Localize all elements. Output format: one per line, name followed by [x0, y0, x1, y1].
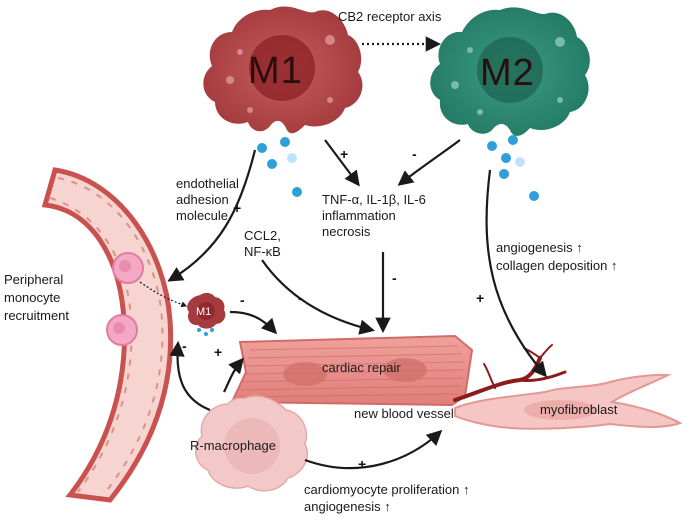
myofibroblast-label: myofibroblast	[540, 402, 618, 417]
sign-m1-to-vessel: +	[233, 200, 242, 216]
myofibroblast-cell	[454, 373, 683, 430]
bottom-label-1: cardiomyocyte proliferation ↑	[304, 482, 470, 497]
endothelial-label-2: adhesion	[176, 192, 229, 207]
m2-label: M2	[480, 52, 535, 94]
sign-r-to-vessel: -	[182, 338, 187, 354]
sign-m2-to-myofibroblast: +	[476, 290, 485, 306]
sign-r-to-repair: +	[214, 344, 223, 360]
small-m1-label: M1	[196, 306, 212, 318]
bottom-label-2: angiogenesis ↑	[304, 499, 391, 514]
cytokines-label-2: inflammation	[322, 208, 396, 223]
m2-macrophage	[430, 7, 590, 136]
cytokines-label-1: TNF-α, IL-1β, IL-6	[322, 192, 426, 207]
ccl2-label: CCL2,	[244, 228, 281, 243]
sign-small-m1-to-repair: -	[240, 292, 245, 308]
cardiomyocyte	[230, 334, 474, 407]
nfkb-label: NF-κB	[244, 244, 281, 259]
m1-label: M1	[248, 50, 303, 92]
peripheral-label-3: recruitment	[4, 308, 70, 323]
sign-ccl2-to-repair: -	[298, 290, 303, 306]
sign-m2-to-cytokines: -	[412, 146, 417, 162]
arrows	[167, 36, 547, 470]
cardiac-repair-label: cardiac repair	[322, 360, 401, 375]
sign-r-to-new-vessel: +	[358, 456, 367, 472]
angiogenesis-label-1: angiogenesis ↑	[496, 240, 583, 255]
cb2-axis-label: CB2 receptor axis	[338, 9, 442, 24]
recruitment-arrow	[139, 281, 188, 308]
angiogenesis-label-2: collagen deposition ↑	[496, 258, 618, 273]
r-macrophage-label: R-macrophage	[190, 438, 276, 453]
small-m1-macrophage	[187, 292, 226, 336]
sign-m1-to-cytokines: +	[340, 146, 349, 162]
secretion-dots	[257, 135, 539, 201]
endothelial-label-3: molecule	[176, 208, 229, 223]
r-macrophage	[195, 395, 309, 492]
peripheral-label-2: monocyte	[4, 290, 61, 305]
m1-macrophage	[203, 6, 363, 134]
endothelial-label-1: endothelial	[176, 176, 239, 191]
blood-vessel	[41, 167, 174, 503]
new-blood-vessel-label: new blood vessel	[354, 406, 454, 421]
peripheral-label-1: Peripheral	[4, 272, 64, 287]
cytokines-label-3: necrosis	[322, 224, 371, 239]
sign-cytokines-to-repair: -	[392, 270, 397, 286]
